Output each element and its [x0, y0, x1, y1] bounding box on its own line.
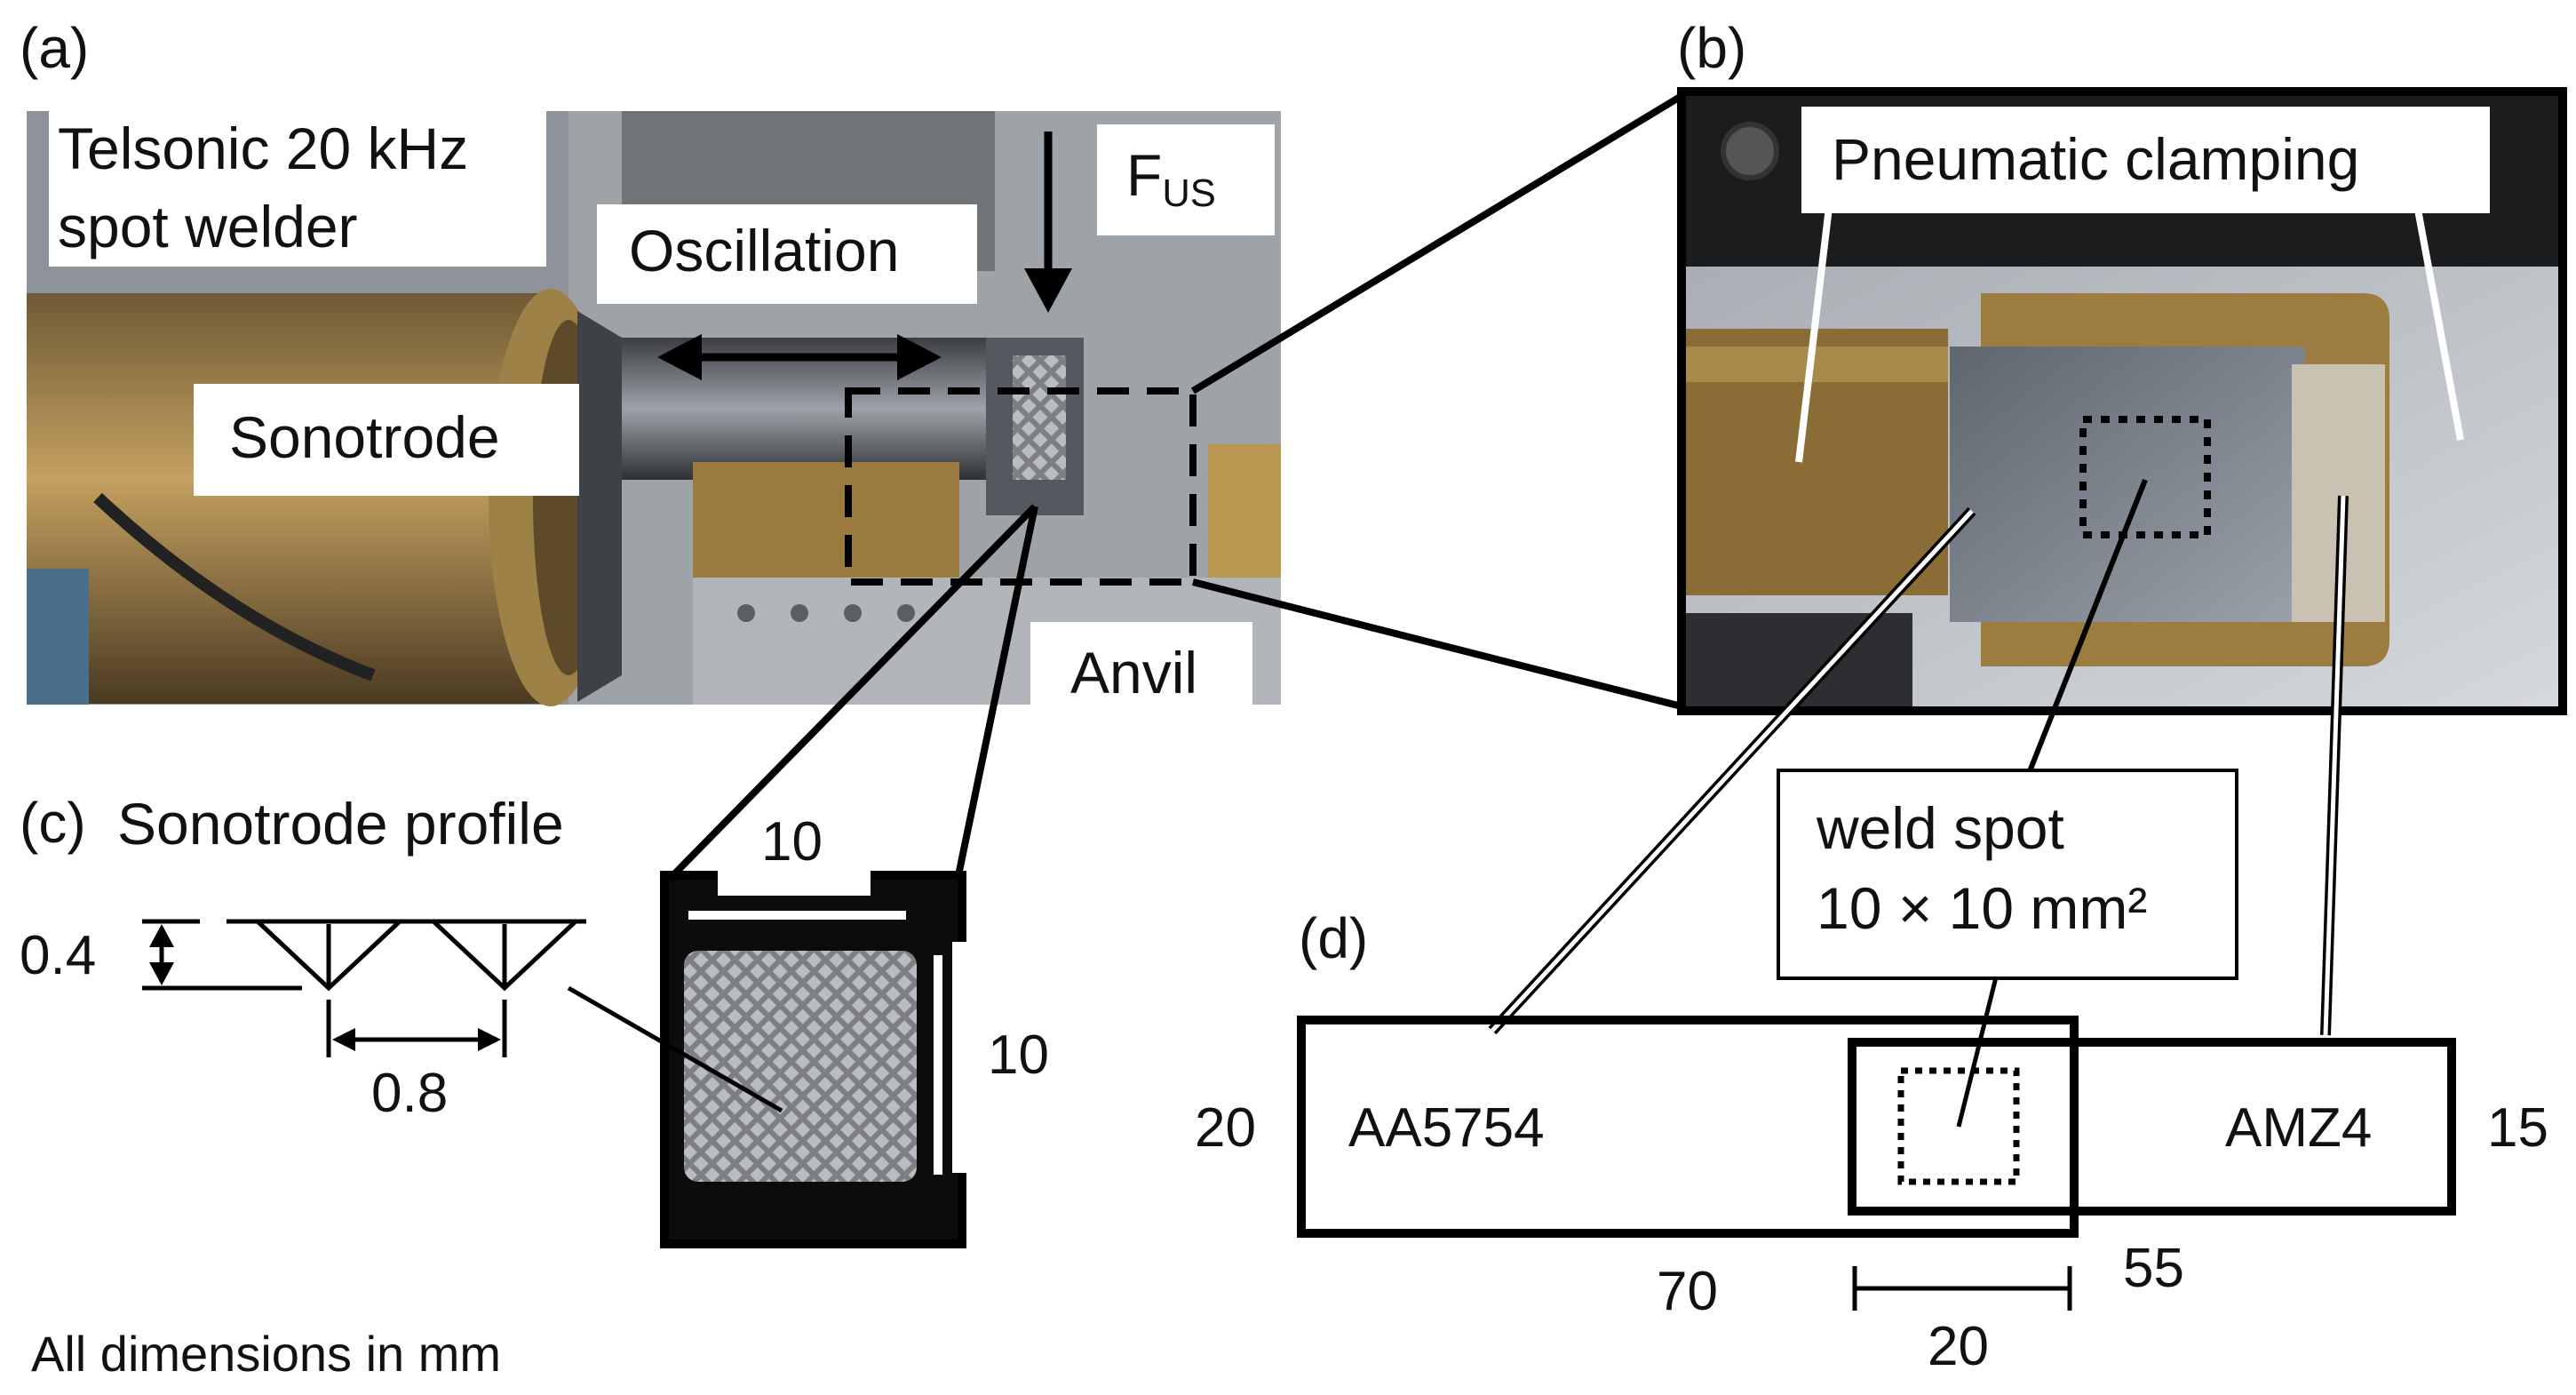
- sonotrode-profile-drawing: [142, 919, 783, 1113]
- weld-spot-line2: 10 × 10 mm²: [1817, 875, 2148, 941]
- weld-spot-line1: weld spot: [1817, 795, 2064, 861]
- profile-pitch-value: 0.8: [371, 1063, 449, 1124]
- weld-spot-dotted-b: [2079, 416, 2211, 538]
- force-label: FUS: [1126, 142, 1216, 216]
- panel-label-d: (d): [1299, 906, 1369, 970]
- photo-sonotrode-tip: [664, 875, 962, 1244]
- clamping-label: Pneumatic clamping: [1832, 126, 2360, 192]
- force-label-main: F: [1126, 142, 1163, 208]
- dimensions-footnote: All dimensions in mm: [31, 1326, 502, 1382]
- anvil-label: Anvil: [1070, 640, 1198, 705]
- sheet-left-material: AA5754: [1348, 1097, 1545, 1159]
- anvil-label-box: [1030, 622, 1252, 705]
- welder-title-line2: spot welder: [58, 194, 358, 259]
- panel-label-b: (b): [1677, 16, 1747, 80]
- welder-title-box: [49, 111, 546, 267]
- panel-label-c: (c): [20, 791, 86, 855]
- oscillation-label: Oscillation: [629, 218, 900, 283]
- sonotrode-label: Sonotrode: [229, 404, 500, 470]
- overlap-length: 20: [1928, 1316, 1989, 1377]
- sonotrode-label-box: [194, 384, 579, 496]
- tip-width-value: 10: [761, 811, 823, 873]
- welder-title-line1: Telsonic 20 kHz: [58, 116, 469, 181]
- sheet-right-length: 55: [2123, 1238, 2184, 1299]
- force-label-box: [1097, 124, 1275, 235]
- tip-height-value: 10: [988, 1024, 1049, 1086]
- sheet-left-width: 20: [1195, 1097, 1256, 1159]
- oscillation-label-box: [597, 204, 977, 304]
- sheet-right-material: AMZ4: [2225, 1097, 2373, 1159]
- force-arrow: [1024, 132, 1072, 313]
- profile-title: Sonotrode profile: [117, 791, 564, 857]
- profile-depth-value: 0.4: [20, 925, 97, 986]
- weld-spot-callout-box: [1777, 769, 2238, 980]
- force-label-sub: US: [1162, 172, 1216, 216]
- sheet-right-width: 15: [2487, 1097, 2548, 1159]
- joint-sketch: [1297, 923, 2456, 1311]
- sheet-left-length: 70: [1657, 1261, 1718, 1322]
- clamping-label-box: [1801, 107, 2490, 213]
- oscillation-arrow: [657, 334, 942, 380]
- panel-label-a: (a): [20, 16, 90, 80]
